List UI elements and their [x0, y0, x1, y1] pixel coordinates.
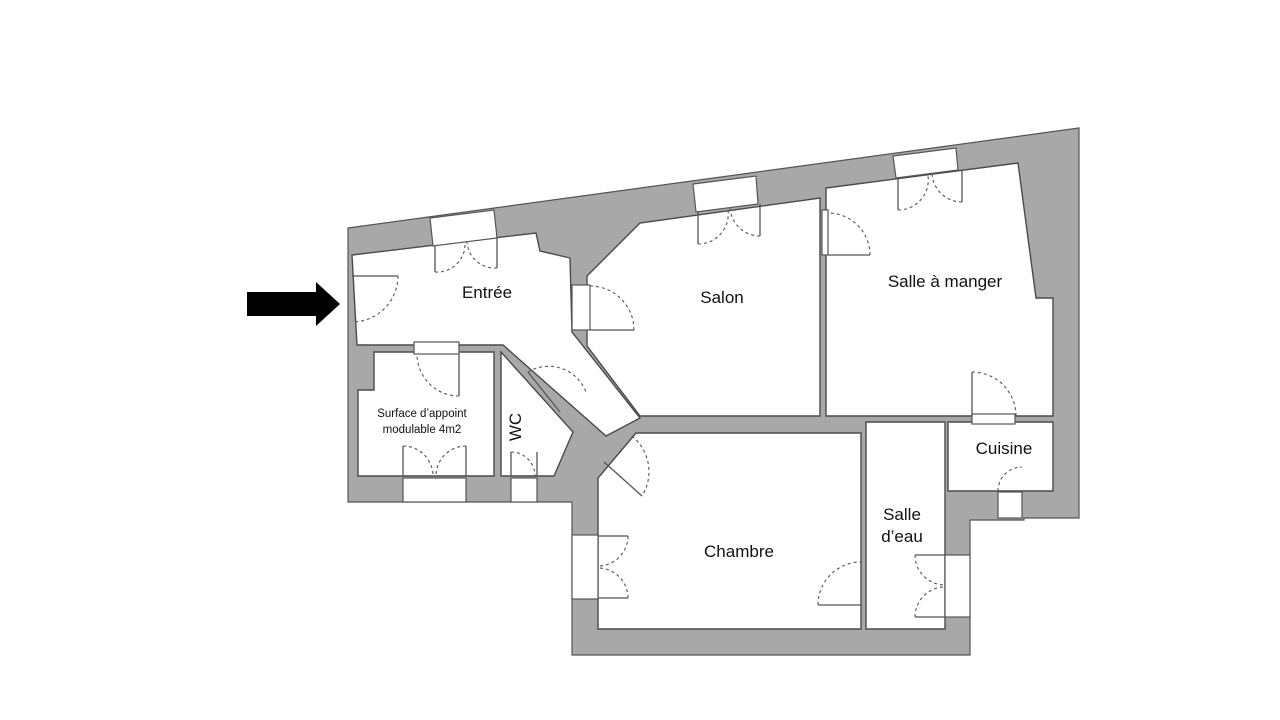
room-salon: [586, 197, 821, 417]
label-salon: Salon: [700, 288, 743, 307]
label-chambre: Chambre: [704, 542, 774, 561]
room-chambre: [597, 432, 862, 630]
label-surface-line1: Surface d’appoint: [377, 408, 467, 420]
room-wc: [500, 350, 574, 477]
window-salon: [692, 175, 759, 213]
room-salle-a-manger: [825, 162, 1054, 417]
label-salle-deau-line1: Salle: [883, 505, 921, 524]
window-cuisine: [997, 491, 1023, 519]
window-wc: [510, 477, 538, 503]
label-entree: Entrée: [462, 283, 512, 302]
label-wc: WC: [506, 413, 525, 441]
room-salle-deau: [865, 421, 946, 630]
window-surface-appoint: [402, 477, 467, 503]
doors: [351, 170, 1023, 618]
label-salle-a-manger: Salle à manger: [888, 272, 1003, 291]
window-salle-deau: [944, 554, 971, 618]
label-surface-line2: modulable 4m2: [383, 424, 462, 436]
window-chambre: [571, 534, 599, 600]
arrow-right-icon: [247, 282, 340, 326]
windows: [402, 147, 1023, 618]
window-salle-a-manger: [892, 147, 959, 179]
room-cuisine: [947, 421, 1054, 492]
room-surface-appoint: [357, 351, 495, 477]
door-openings: [413, 209, 1016, 425]
label-cuisine: Cuisine: [976, 439, 1033, 458]
label-salle-deau-line2: d’eau: [881, 527, 923, 546]
